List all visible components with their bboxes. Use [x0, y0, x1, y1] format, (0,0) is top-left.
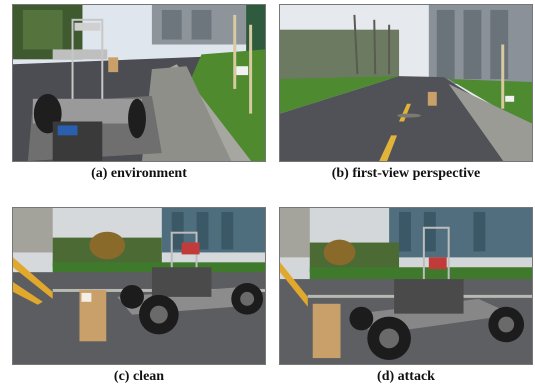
first-view-scene [280, 5, 532, 161]
first-view-photo [279, 4, 533, 162]
environment-photo [12, 4, 266, 162]
clean-photo [12, 207, 266, 365]
caption-attack: (d) attack [377, 369, 435, 384]
attack-scene [280, 208, 532, 364]
caption-environment: (a) environment [91, 166, 187, 181]
clean-scene [13, 208, 265, 364]
caption-first-view: (b) first-view perspective [331, 166, 481, 181]
attack-photo [279, 207, 533, 365]
environment-scene [13, 5, 265, 161]
caption-clean: (c) clean [113, 369, 165, 384]
